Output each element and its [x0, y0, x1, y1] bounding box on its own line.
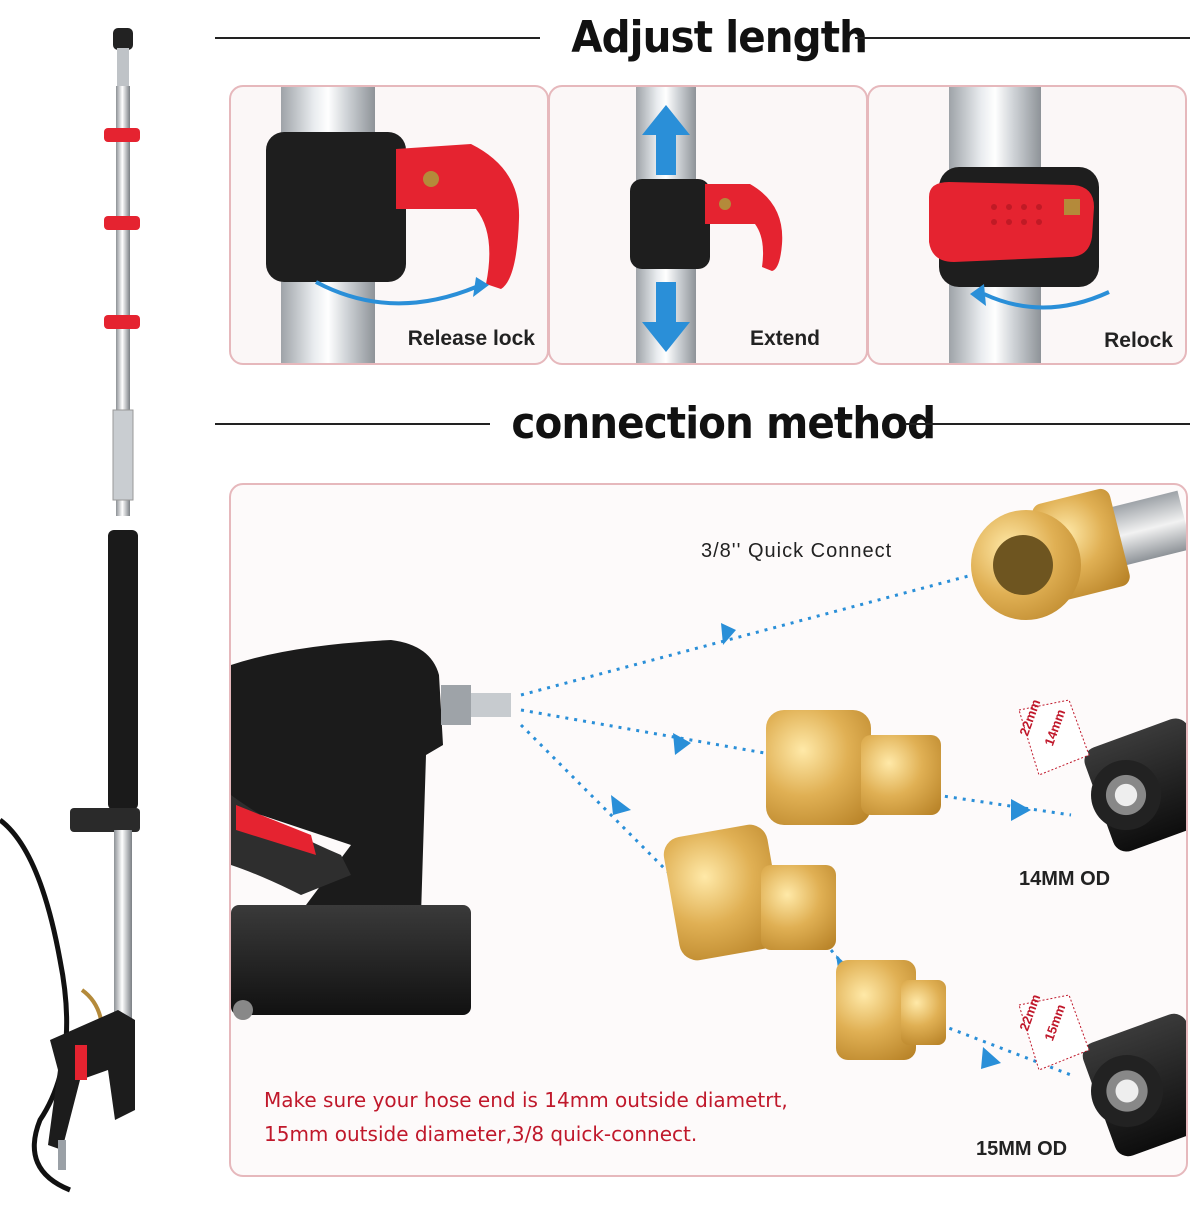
adjust-length-heading: Adjust length [571, 12, 868, 63]
rotate-arrow-icon [315, 277, 489, 306]
step-panel-release-lock: Release lock [229, 85, 549, 365]
rotate-arrow-icon [970, 284, 1110, 310]
step-panel-relock: Relock [867, 85, 1187, 365]
red-lever-open-icon [705, 184, 783, 271]
note-line-1: Make sure your hose end is 14mm outside … [264, 1088, 788, 1112]
clamp-image [630, 179, 710, 269]
quick-connect-coupler-image [971, 486, 1186, 620]
step-label: Release lock [407, 327, 535, 350]
red-lever-open-icon [396, 144, 520, 289]
down-arrow-icon [642, 282, 690, 352]
od-15mm-label: 15MM OD [976, 1138, 1068, 1160]
step-panel-extend: Extend [548, 85, 868, 365]
up-arrow-icon [642, 105, 690, 175]
divider-line [855, 37, 1190, 39]
connection-panel: 3/8'' Quick Connect 22mm 14mm 14MM OD 22… [229, 483, 1188, 1177]
clamp-image [266, 132, 406, 282]
reducer-fitting-image [836, 960, 946, 1070]
dimension-box-15mm [1018, 994, 1090, 1071]
divider-line [215, 423, 490, 425]
connection-method-heading: connection method [511, 398, 936, 449]
hose-size-note: Make sure your hose end is 14mm outside … [264, 1083, 788, 1151]
hose-end-14mm-image [1066, 714, 1186, 856]
hose-end-15mm-image [1066, 1009, 1186, 1161]
step-label: Extend [750, 327, 821, 350]
adapter-15mm-image [660, 821, 836, 970]
note-line-2: 15mm outside diameter,3/8 quick-connect. [264, 1122, 698, 1146]
quick-connect-label: 3/8'' Quick Connect [701, 540, 893, 562]
divider-line [215, 37, 540, 39]
dimension-box-14mm [1018, 699, 1090, 776]
red-lever-closed-icon [929, 182, 1094, 262]
divider-line [905, 423, 1190, 425]
adapter-14mm-image [766, 710, 941, 830]
step-label: Relock [1104, 329, 1173, 352]
od-14mm-label: 14MM OD [1019, 868, 1111, 890]
spray-gun-image [231, 635, 531, 1025]
telescoping-wand-image [0, 0, 200, 1200]
